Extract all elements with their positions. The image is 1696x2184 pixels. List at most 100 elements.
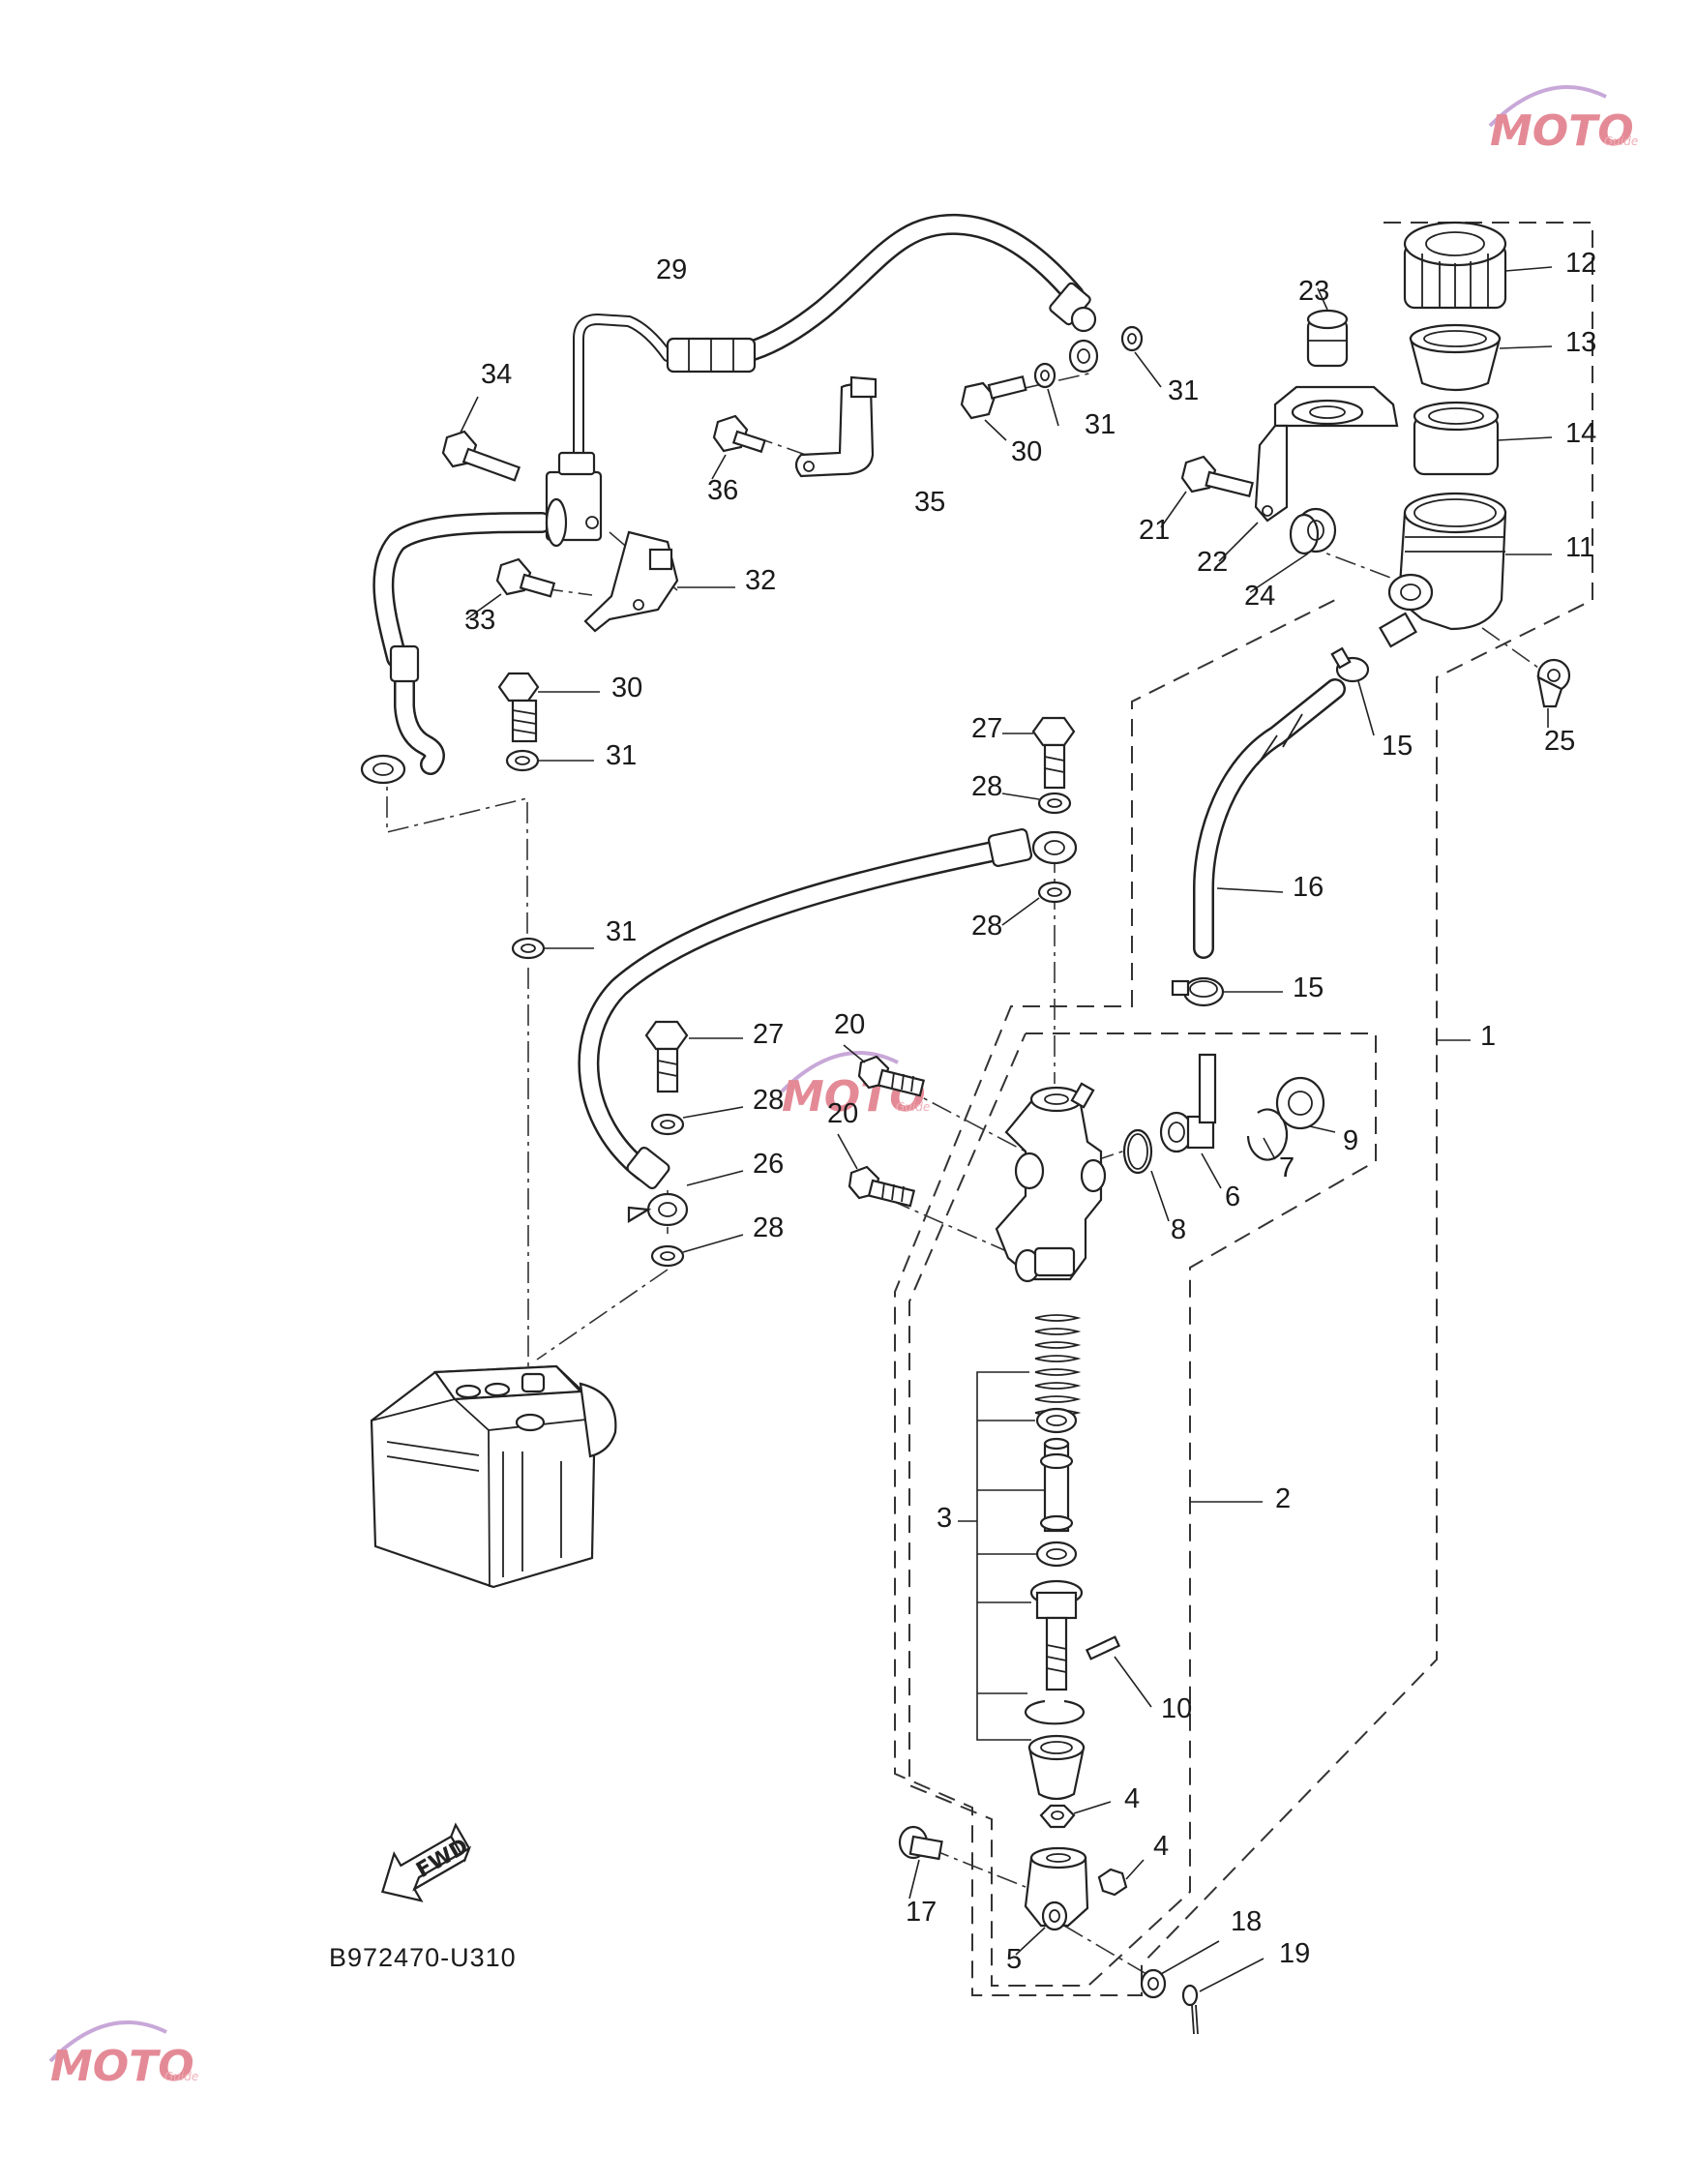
callout-c30a: 30 xyxy=(1011,436,1042,467)
hose-clamp-15-lower xyxy=(1171,976,1283,1007)
bolt-27-upper xyxy=(1002,716,1076,790)
bolt-21 xyxy=(1160,455,1254,528)
callout-c28b: 28 xyxy=(971,911,1002,942)
callout-c13: 13 xyxy=(1565,327,1596,358)
diaphragm-plate-13 xyxy=(1409,323,1553,392)
bolt-33 xyxy=(465,557,556,620)
banjo-fitting-upper xyxy=(1068,339,1099,374)
align-line-left-top xyxy=(386,760,528,953)
assembly-1-boundary xyxy=(894,222,1593,1996)
watermark-sub: Guide xyxy=(164,2070,198,2083)
callout-c28c: 28 xyxy=(753,1085,784,1116)
watermark-top-right: MOTO Guide xyxy=(1488,85,1638,156)
callout-c28a: 28 xyxy=(971,771,1002,802)
callout-c4a: 4 xyxy=(1124,1783,1140,1814)
callout-c27a: 27 xyxy=(971,713,1002,744)
reservoir-cap-12 xyxy=(1403,221,1553,310)
callout-c30b: 30 xyxy=(611,673,642,703)
callout-c32: 32 xyxy=(745,565,776,596)
washer-18 xyxy=(1140,1940,1220,1999)
washer-31-d xyxy=(511,937,594,960)
bolt-30-lower xyxy=(497,672,600,743)
watermark-brand: MOTO xyxy=(1490,106,1634,156)
callout-c29: 29 xyxy=(656,254,687,285)
washer-31-c xyxy=(505,749,594,772)
callout-c11: 11 xyxy=(1565,532,1594,563)
callout-c35: 35 xyxy=(914,487,945,518)
washer-28-b xyxy=(1001,881,1072,926)
align-line-28d xyxy=(536,1269,669,1361)
callout-c15b: 15 xyxy=(1293,972,1324,1003)
piston xyxy=(1039,1437,1074,1533)
grommet-24 xyxy=(1249,507,1337,593)
piston-cup-primary xyxy=(1035,1407,1078,1434)
callout-c31c: 31 xyxy=(606,740,637,771)
callout-c27b: 27 xyxy=(753,1019,784,1050)
clevis-5 xyxy=(1015,1846,1089,1956)
align-line-bolt-20b xyxy=(889,1199,1012,1254)
callout-c33: 33 xyxy=(464,605,495,636)
callout-c17: 17 xyxy=(906,1897,937,1928)
abs-hydraulic-unit xyxy=(370,1364,617,1589)
callout-c28d: 28 xyxy=(753,1212,784,1243)
callout-c21: 21 xyxy=(1139,515,1170,546)
callout-c24: 24 xyxy=(1244,581,1275,612)
master-cylinder-body xyxy=(995,1082,1107,1283)
pin-10 xyxy=(1085,1635,1152,1708)
align-line-18 xyxy=(1063,1925,1147,1975)
callout-c2: 2 xyxy=(1275,1483,1291,1514)
callout-c15a: 15 xyxy=(1382,731,1413,762)
reservoir-tank-11 xyxy=(1379,492,1552,648)
callout-c26: 26 xyxy=(753,1149,784,1180)
brake-hose-lower-left xyxy=(360,644,445,785)
assembly-2-boundary xyxy=(908,1032,1377,1987)
callout-c3: 3 xyxy=(937,1503,952,1534)
align-line-25 xyxy=(1421,584,1539,669)
diaphragm-14 xyxy=(1413,401,1553,476)
callout-c1: 1 xyxy=(1480,1021,1496,1052)
callout-c31b: 31 xyxy=(1168,375,1199,406)
watermark-sub: Guide xyxy=(896,1100,930,1114)
callout-c31d: 31 xyxy=(606,916,637,947)
bolt-34 xyxy=(441,396,521,482)
hose-joint-6 xyxy=(1159,1053,1222,1189)
brake-pipe-joint xyxy=(372,451,603,669)
callout-c18: 18 xyxy=(1231,1906,1262,1937)
bolt-36 xyxy=(711,414,766,480)
piston-cup-secondary xyxy=(1035,1541,1078,1568)
hose-bracket-35 xyxy=(794,375,878,478)
washer-28-a xyxy=(1001,792,1072,815)
hose-clamp-15-upper xyxy=(1330,646,1375,736)
brake-hose-26 xyxy=(578,828,1033,1227)
diagram-code: B972470-U310 xyxy=(329,1943,517,1972)
callout-c16: 16 xyxy=(1293,872,1324,903)
callout-c8: 8 xyxy=(1171,1214,1186,1245)
brake-hose-upper xyxy=(573,213,1097,482)
o-ring-8 xyxy=(1122,1128,1170,1222)
kit-bracket-3 xyxy=(958,1371,1045,1741)
bolt-20-lower xyxy=(837,1133,916,1208)
bolt-17 xyxy=(898,1825,943,1900)
washer-28-c xyxy=(650,1106,744,1136)
align-line-17 xyxy=(928,1847,1027,1888)
banjo-fitting-master xyxy=(1031,830,1078,865)
circlip-7 xyxy=(1246,1108,1289,1161)
watermark-brand: MOTO xyxy=(50,2042,194,2091)
washer-28-d xyxy=(650,1234,744,1268)
push-rod xyxy=(1029,1579,1084,1691)
bolt-30-upper xyxy=(960,374,1027,441)
bolt-27-lower xyxy=(644,1020,743,1093)
bolt-20-upper xyxy=(843,1044,926,1097)
cotter-pin-19 xyxy=(1181,1958,1265,2035)
screw-25 xyxy=(1536,658,1571,728)
watermark-sub: Guide xyxy=(1604,135,1638,148)
callout-c22: 22 xyxy=(1197,547,1228,578)
grommet-9 xyxy=(1275,1076,1336,1133)
callout-c12: 12 xyxy=(1565,248,1596,279)
reservoir-bracket-22 xyxy=(1218,287,1399,562)
watermark-bottom-left: MOTO Guide xyxy=(48,2020,198,2091)
circlip-3 xyxy=(1024,1699,1086,1725)
callout-c34: 34 xyxy=(481,359,512,390)
